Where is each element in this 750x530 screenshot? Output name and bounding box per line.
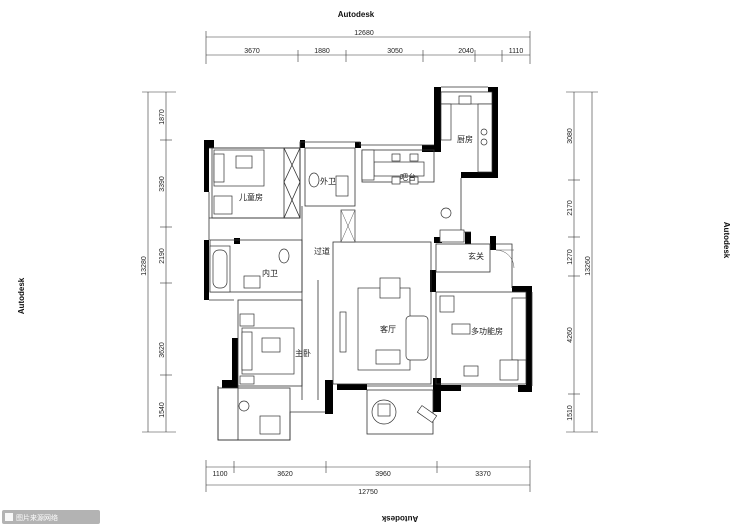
right-dimension-chain: 3080 2170 1270 4260 1510 13260 [566,91,598,433]
room-bar: 吧台 [400,172,416,182]
top-dimension-chain: 12680 3670 1880 3050 2040 1110 [205,30,531,64]
walls [204,87,532,414]
dim-right-seg-4: 4260 [567,327,574,343]
room-multi: 多功能房 [471,326,503,336]
room-guest-bath: 外卫 [320,176,336,186]
dim-right-seg-5: 1510 [567,405,574,421]
living-furniture [339,277,429,371]
dim-right-total: 13260 [585,256,592,276]
dim-left-seg-3: 2190 [159,248,166,264]
watermark-left: Autodesk [17,277,26,314]
dim-left-total: 13280 [141,256,148,276]
multi-room-furniture [439,295,527,381]
kitchen-fixtures [440,91,493,219]
watermark-bottom: Autodesk [381,514,418,523]
dim-top-seg-5: 1110 [509,48,524,55]
dim-left-seg-5: 1540 [159,402,166,418]
dim-right-seg-1: 3080 [567,128,574,144]
bar-counter [361,149,425,185]
dim-bottom-seg-3: 3960 [375,471,391,478]
room-corridor: 过道 [314,246,330,256]
room-inner-bath: 内卫 [262,268,278,278]
room-kitchen: 厨房 [457,134,473,144]
dim-left-seg-2: 3390 [159,176,166,192]
dim-bottom-seg-2: 3620 [277,471,293,478]
kids-bed [213,149,265,215]
dim-top-total: 12680 [354,30,374,37]
balcony-furniture [371,399,438,425]
source-logo: 图片来源网络 [2,510,100,524]
dim-top-seg-4: 2040 [458,48,474,55]
room-living: 客厅 [380,324,396,334]
dim-bottom-total: 12750 [358,489,378,496]
inner-bath-fixtures [209,245,290,293]
room-master-bedroom: 主卧 [295,348,311,358]
guest-bath-fixtures [308,172,356,243]
watermark-right: Autodesk [722,222,731,259]
master-bed [238,313,295,435]
entrance-fixtures [439,229,515,269]
dim-top-seg-1: 3670 [244,48,260,55]
dim-top-seg-3: 3050 [387,48,403,55]
dim-left-seg-1: 1870 [159,109,166,125]
source-logo-text: 图片来源网络 [16,513,58,522]
dim-right-seg-2: 2170 [567,200,574,216]
dim-right-seg-3: 1270 [567,249,574,265]
bottom-dimension-chain: 1100 3620 3960 3370 12750 [205,460,531,496]
dim-top-seg-2: 1880 [314,48,330,55]
room-kids-room: 儿童房 [239,192,263,202]
left-dimension-chain: 13280 1870 3390 2190 3620 1540 [141,91,176,433]
room-entrance: 玄关 [468,251,484,261]
dim-bottom-seg-4: 3370 [475,471,491,478]
dim-bottom-seg-1: 1100 [212,471,227,478]
watermark-top: Autodesk [338,10,375,19]
room-outlines [208,86,533,441]
dim-left-seg-4: 3620 [159,342,166,358]
